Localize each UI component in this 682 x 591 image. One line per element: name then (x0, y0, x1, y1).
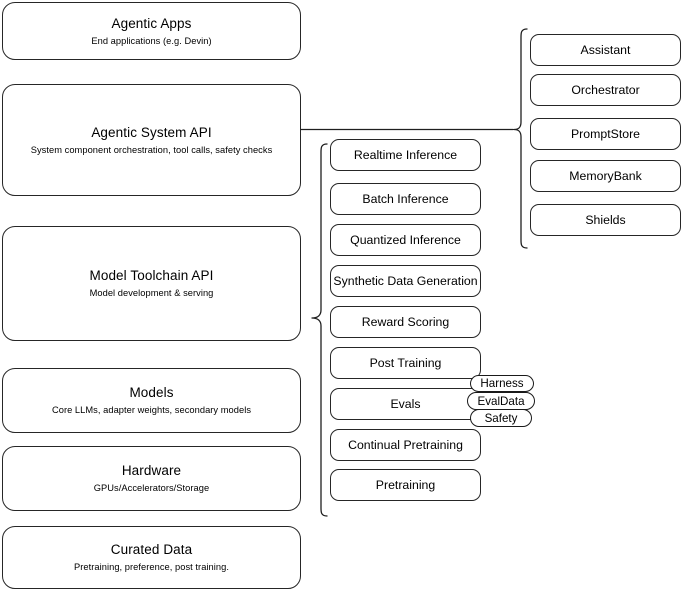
chip-reward-scoring[interactable]: Reward Scoring (330, 306, 481, 338)
layer-subtitle: Pretraining, preference, post training. (74, 562, 229, 572)
pill-safety[interactable]: Safety (470, 409, 532, 427)
layer-subtitle: Model development & serving (89, 288, 214, 298)
chip-label: PromptStore (570, 126, 641, 141)
layer-title: Agentic Apps (111, 15, 192, 31)
chip-label: Shields (585, 212, 626, 227)
layer-title: Model Toolchain API (89, 268, 214, 283)
pill-harness[interactable]: Harness (470, 375, 534, 392)
chip-evals[interactable]: Evals (330, 388, 481, 420)
layer-box-models[interactable]: Models Core LLMs, adapter weights, secon… (2, 368, 301, 433)
chip-label: Post Training (369, 355, 442, 370)
chip-assistant[interactable]: Assistant (530, 34, 681, 66)
pill-label: EvalData (477, 394, 525, 408)
chip-label: Quantized Inference (350, 232, 461, 247)
chip-memorybank[interactable]: MemoryBank (530, 160, 681, 192)
chip-synthetic-data-generation[interactable]: Synthetic Data Generation (330, 265, 481, 297)
pill-evaldata[interactable]: EvalData (467, 392, 535, 410)
layer-title: Hardware (121, 463, 182, 478)
layer-subtitle: End applications (e.g. Devin) (91, 35, 212, 46)
layer-box-agentic-system-api[interactable]: Agentic System API System component orch… (2, 84, 301, 196)
chip-orchestrator[interactable]: Orchestrator (530, 74, 681, 106)
pill-label: Safety (484, 411, 518, 425)
chip-batch-inference[interactable]: Batch Inference (330, 183, 481, 215)
layer-subtitle: System component orchestration, tool cal… (30, 144, 273, 155)
chip-continual-pretraining[interactable]: Continual Pretraining (330, 429, 481, 461)
layer-subtitle: GPUs/Accelerators/Storage (93, 483, 210, 493)
chip-post-training[interactable]: Post Training (330, 347, 481, 379)
layer-box-curated-data[interactable]: Curated Data Pretraining, preference, po… (2, 526, 301, 589)
chip-realtime-inference[interactable]: Realtime Inference (330, 139, 481, 171)
pill-label: Harness (480, 377, 524, 390)
layer-box-model-toolchain-api[interactable]: Model Toolchain API Model development & … (2, 226, 301, 341)
layer-subtitle: Core LLMs, adapter weights, secondary mo… (51, 405, 252, 415)
chip-label: Evals (390, 396, 421, 411)
chip-label: Pretraining (375, 477, 436, 492)
chip-label: Batch Inference (362, 191, 449, 206)
chip-shields[interactable]: Shields (530, 204, 681, 236)
chip-label: Realtime Inference (353, 147, 458, 162)
layer-title: Models (129, 385, 174, 400)
chip-label: MemoryBank (569, 168, 642, 183)
chip-label: Assistant (580, 42, 631, 57)
layer-title: Agentic System API (91, 124, 212, 140)
chip-label: Continual Pretraining (348, 437, 463, 452)
chip-label: Reward Scoring (361, 314, 450, 329)
chip-pretraining[interactable]: Pretraining (330, 469, 481, 501)
chip-label: Synthetic Data Generation (333, 273, 478, 288)
layer-box-agentic-apps[interactable]: Agentic Apps End applications (e.g. Devi… (2, 2, 301, 60)
chip-promptstore[interactable]: PromptStore (530, 118, 681, 150)
layer-box-hardware[interactable]: Hardware GPUs/Accelerators/Storage (2, 446, 301, 511)
layer-title: Curated Data (110, 542, 193, 557)
chip-quantized-inference[interactable]: Quantized Inference (330, 224, 481, 256)
chip-label: Orchestrator (571, 82, 640, 97)
